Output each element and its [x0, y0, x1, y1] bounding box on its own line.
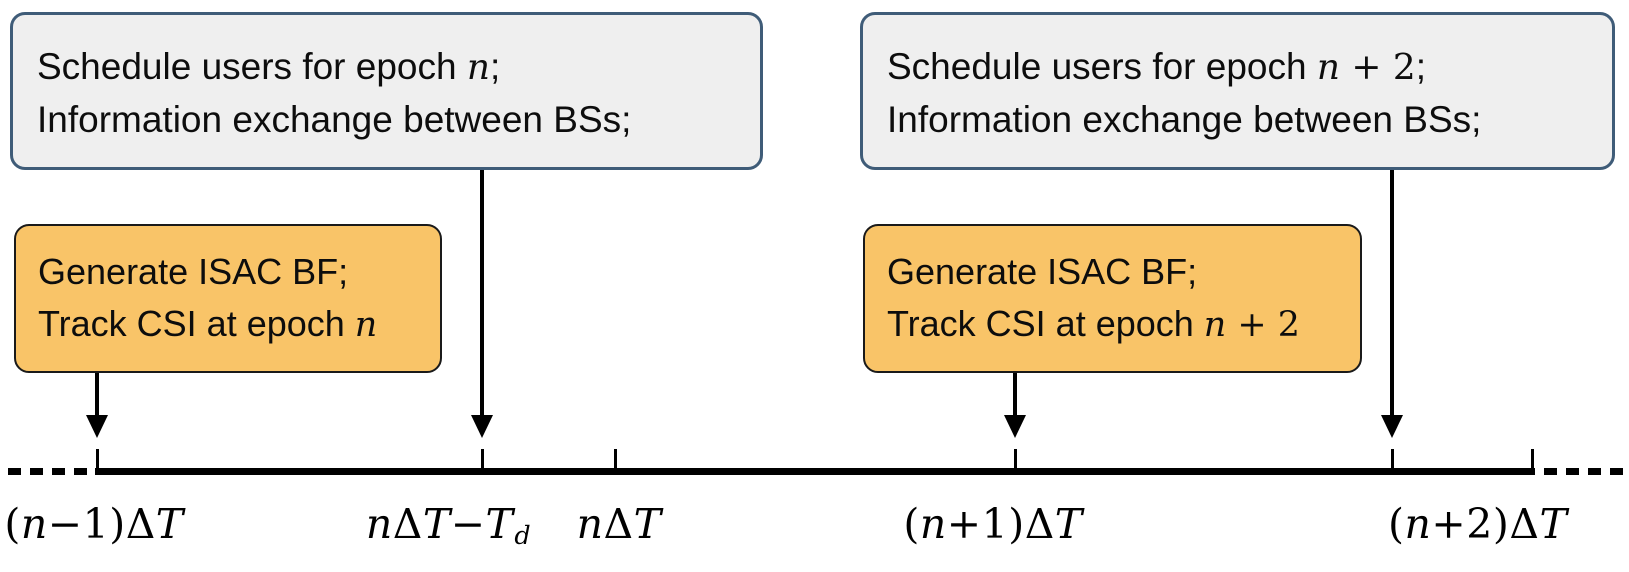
time-axis-dashed-right	[1544, 468, 1626, 475]
math-var-n: n	[919, 500, 947, 548]
math-var-n: n	[466, 46, 490, 88]
math-delta: Δ	[125, 500, 156, 548]
schedule-text-pre: Schedule users for epoch	[37, 45, 467, 87]
time-axis-dashed-left	[8, 468, 90, 475]
track-csi-text-pre: Track CSI at epoch	[887, 303, 1204, 345]
arrow-schedule-n-to-axis	[471, 170, 493, 438]
math-var-n: n	[1203, 305, 1227, 346]
schedule-box-epoch-n-plus-2: Schedule users for epoch n + 2; Informat…	[860, 12, 1615, 170]
math-minus-1: −1)	[47, 500, 126, 548]
math-paren: (	[1388, 500, 1405, 548]
math-var-T: T	[485, 500, 514, 548]
schedule-box-epoch-n2-line2: Information exchange between BSs;	[887, 99, 1482, 141]
math-minus: −	[450, 500, 486, 548]
label-n-dt: nΔT	[577, 500, 662, 548]
math-delta: Δ	[1509, 500, 1540, 548]
isac-bf-box-n-line2: Track CSI at epoch n	[38, 298, 432, 350]
schedule-box-epoch-n2-line1: Schedule users for epoch n + 2;	[887, 40, 1602, 94]
tick-n-minus-1-dt	[96, 449, 99, 469]
isac-bf-box-epoch-n: Generate ISAC BF; Track CSI at epoch n	[14, 224, 442, 373]
math-plus-2: +2)	[1431, 500, 1510, 548]
math-var-T: T	[1054, 500, 1083, 548]
math-rest-plus-2: + 2	[1226, 305, 1300, 346]
schedule-box-epoch-n-line1: Schedule users for epoch n;	[37, 40, 750, 94]
math-paren: (	[4, 500, 21, 548]
label-n-plus-2-dt: (n+2)ΔT	[1388, 500, 1567, 548]
math-paren: (	[903, 500, 920, 548]
math-plus-1: +1)	[946, 500, 1025, 548]
tick-axis-end	[1531, 449, 1534, 469]
tick-n-plus-2-dt	[1391, 449, 1394, 469]
math-sub-d: d	[514, 519, 532, 550]
isac-bf-box-n2-line1: Generate ISAC BF;	[887, 251, 1198, 293]
math-var-n: n	[354, 305, 378, 346]
math-var-n: n	[576, 500, 604, 548]
schedule-text-end: ;	[489, 45, 501, 87]
time-axis	[95, 468, 1535, 475]
isac-bf-box-n-line1: Generate ISAC BF;	[38, 251, 349, 293]
math-delta: Δ	[1024, 500, 1055, 548]
schedule-text-end: ;	[1415, 45, 1426, 87]
math-var-T: T	[422, 500, 451, 548]
math-var-n: n	[365, 500, 393, 548]
math-rest-plus-2: + 2	[1339, 46, 1416, 88]
tick-n-plus-1-dt	[1014, 449, 1017, 469]
label-n-dt-minus-td: nΔT−Td	[365, 500, 532, 550]
math-var-T: T	[1539, 500, 1568, 548]
arrow-schedule-n2-to-axis	[1381, 170, 1403, 438]
schedule-box-epoch-n: Schedule users for epoch n; Information …	[10, 12, 763, 170]
arrow-isac-n2-to-axis	[1004, 373, 1026, 438]
math-delta: Δ	[603, 500, 634, 548]
schedule-text-pre: Schedule users for epoch	[887, 45, 1317, 87]
tick-n-dt	[614, 449, 617, 469]
schedule-box-epoch-n-line2: Information exchange between BSs;	[37, 99, 632, 141]
isac-bf-box-n2-line2: Track CSI at epoch n + 2	[887, 298, 1352, 350]
math-var-n: n	[1316, 46, 1340, 88]
math-delta: Δ	[392, 500, 423, 548]
math-var-T: T	[633, 500, 662, 548]
arrow-isac-n-to-axis	[86, 373, 108, 438]
math-var-n: n	[1404, 500, 1432, 548]
label-n-plus-1-dt: (n+1)ΔT	[903, 500, 1082, 548]
track-csi-text-pre: Track CSI at epoch	[38, 303, 355, 345]
isac-bf-box-epoch-n-plus-2: Generate ISAC BF; Track CSI at epoch n +…	[863, 224, 1362, 373]
label-n-minus-1-dt: (n−1)ΔT	[4, 500, 183, 548]
tick-n-dt-minus-td	[481, 449, 484, 469]
math-var-n: n	[20, 500, 48, 548]
math-var-T: T	[155, 500, 184, 548]
